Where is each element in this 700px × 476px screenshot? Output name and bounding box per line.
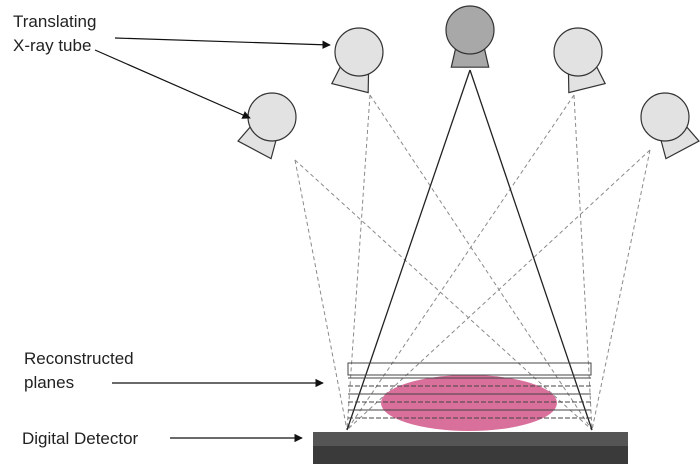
tube-head [247, 92, 297, 142]
solid-beam [346, 69, 471, 431]
xray-tube [640, 92, 700, 160]
solid-beam-lines [346, 69, 593, 431]
tube-head [334, 27, 384, 77]
digital-detector-label: Digital Detector [22, 429, 139, 448]
tube-label-line1: Translating [13, 12, 97, 31]
dashed-beam [346, 94, 371, 431]
reconstructed-planes-label: Reconstructed planes [24, 347, 134, 395]
dashed-beam-lines [294, 94, 651, 431]
xray-tube [445, 5, 495, 68]
reconstructed-planes [347, 362, 592, 419]
xray-tube [237, 92, 297, 160]
dashed-beam [346, 94, 575, 431]
solid-beam [469, 69, 593, 431]
dashed-beam [573, 94, 593, 431]
tube-head [553, 27, 603, 77]
digital-detector [313, 432, 628, 446]
annotation-arrows [94, 37, 331, 443]
translating-xray-tube-label: Translating X-ray tube [13, 10, 96, 58]
dashed-beam [294, 159, 593, 431]
dashed-beam [369, 94, 593, 431]
dashed-beam [346, 149, 651, 431]
tube-label-line2: X-ray tube [13, 36, 92, 55]
planes-label-line2: planes [24, 373, 75, 392]
tube-head [640, 92, 690, 142]
tube-head [445, 5, 495, 55]
tube-arrow-1 [114, 37, 331, 49]
imaged-object [381, 375, 557, 431]
xray-tube [553, 27, 607, 94]
detector-base [313, 446, 628, 464]
xray-tubes [237, 5, 700, 160]
planes-label-line1: Reconstructed [24, 349, 134, 368]
tube-arrow-2 [94, 49, 251, 119]
dashed-beam [294, 159, 348, 431]
xray-tube [330, 27, 384, 94]
dashed-beam [591, 149, 651, 431]
